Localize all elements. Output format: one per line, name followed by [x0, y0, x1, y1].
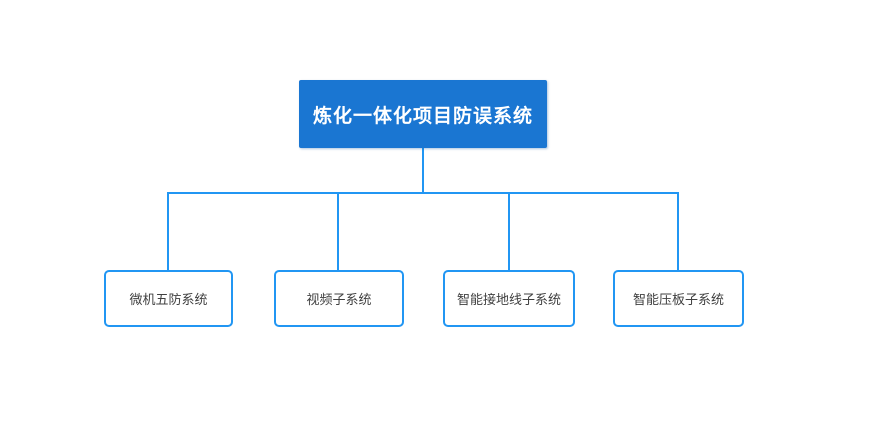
child-node-wjwf[interactable]: 微机五防系统: [104, 270, 233, 327]
child-node-pressplate[interactable]: 智能压板子系统: [613, 270, 744, 327]
child-node-label: 视频子系统: [306, 292, 372, 307]
connector-horizontal-rail: [167, 192, 679, 194]
child-node-label: 智能压板子系统: [632, 292, 724, 307]
root-node[interactable]: 炼化一体化项目防误系统: [299, 80, 547, 148]
connector-drop-2: [337, 192, 339, 270]
child-node-label: 微机五防系统: [129, 292, 208, 307]
child-node-video[interactable]: 视频子系统: [274, 270, 404, 327]
connector-drop-1: [167, 192, 169, 270]
connector-root-stem: [422, 148, 424, 193]
connector-drop-3: [508, 192, 510, 270]
root-node-label: 炼化一体化项目防误系统: [312, 105, 533, 127]
child-node-label: 智能接地线子系统: [456, 292, 561, 307]
connector-drop-4: [677, 192, 679, 270]
child-node-grounding[interactable]: 智能接地线子系统: [443, 270, 575, 327]
